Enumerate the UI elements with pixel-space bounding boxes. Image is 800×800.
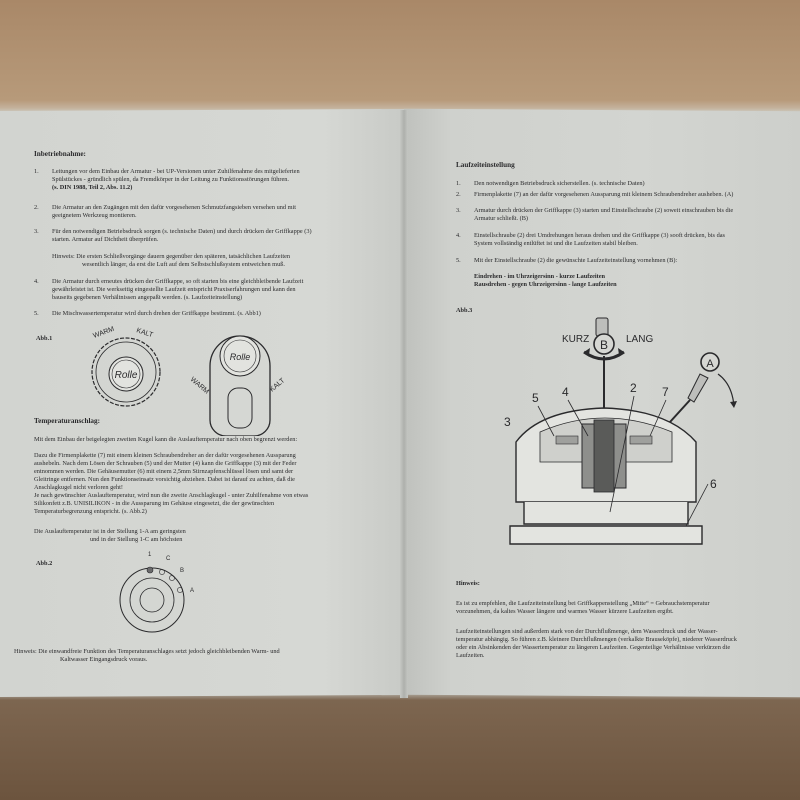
r-step-4-line-1: Einstellschraube (2) drei Umdrehungen he… [474,232,725,239]
hint-title: Hinweis: [456,580,480,587]
page-fold [400,110,408,698]
eindrehen-line: Eindrehen - im Uhrzeigersinn - kurze Lau… [474,273,606,280]
hint2-line-2: Kaltwasser Eingangsdruck voraus. [60,656,148,663]
r-step-1-line-1: Den notwendigen Betriebsdruck sicherstel… [474,180,645,187]
step-number: 5. [34,310,39,317]
kalt-label: KALT [135,327,154,339]
part-2-label: 2 [630,381,637,395]
hint2-line: Laufzeiten. [456,652,485,659]
step-number: 4. [34,278,39,285]
temp-body-line: Temperaturbegrenzung entspricht. (s. Abb… [34,508,147,515]
part-3-label: 3 [504,415,511,429]
kalt-label: KALT [269,377,287,394]
label-a: A [190,588,194,594]
valve-body [509,407,703,545]
warm-label: WARM [92,326,115,340]
temp-body-line: Dazu die Firmenplakette (7) mit einem kl… [34,452,296,459]
ball-position-1 [146,566,154,574]
step-number: 4. [456,232,461,239]
temp-body-line: Je nach gewünschter Auslauftemperatur, w… [34,492,309,499]
temp-intro: Mit dem Einbau der beigelegten zweiten K… [34,436,298,443]
logo-text: Rolle [115,370,138,381]
abb2-diagram: 1 C B A [119,552,194,633]
label-b: B [180,568,184,574]
screwdriver-b: KURZ LANG B [562,317,653,412]
hint1-line-1: Hinweis: Die ersten Schließvorgänge daue… [52,253,291,260]
step-2-line-2: geeignetem Werkzeug montieren. [52,212,137,219]
part-5-label: 5 [532,391,539,405]
step-number: 5. [456,257,461,264]
lang-label: LANG [626,334,653,345]
abb3-diagram: KURZ LANG B A [504,317,737,545]
a-label: A [706,358,714,370]
hint2-line-1: Hinweis: Die einwandfreie Funktion des T… [14,648,280,655]
step-1-line-1: Leitungen vor dem Einbau der Armatur - b… [52,168,300,175]
step-number: 3. [456,207,461,214]
kurz-label: KURZ [562,334,589,345]
hint2-line: temperatur abhängig. So führen z.B. klei… [456,636,737,643]
r-step-3-line-2: Armatur schließt. (B) [474,215,529,222]
ball-position-b [169,575,175,581]
step-4-line-3: bauseits gegebenen Verhältnissen angepaß… [52,294,243,301]
hint2-line: oder ein Absinkenden der Wassertemperatu… [456,644,731,651]
hint-line: Es ist zu empfehlen, die Laufzeiteinstel… [456,600,710,607]
step-3-line-1: Für den notwendigen Betriebsdruck sorgen… [52,228,312,235]
step-2-line-1: Die Armatur an den Zugängen mit den dafü… [52,204,296,211]
handle-knob-top-view: Rolle WARM KALT [91,326,161,407]
part-6-label: 6 [710,477,717,491]
warm-label: WARM [189,376,210,396]
handle-lever-view: Rolle WARM KALT [189,335,287,436]
step-4-line-1: Die Armatur durch erneutes drücken der G… [52,278,304,285]
stellung-line-1: Die Auslauftemperatur ist in der Stellun… [34,528,186,535]
ball-position-a [177,587,183,593]
r-step-3-line-1: Armatur durch drücken der Griffkappe (3)… [474,207,734,214]
ball-position-c [159,569,165,575]
screwdriver-a: A [669,352,737,423]
rausdrehen-line: Rausdrehen - gegen Uhrzeigersinn - lange… [474,281,617,288]
step-number: 1. [34,168,39,175]
step-3-line-2: starten. Armatur auf Dichtheit überprüfe… [52,236,159,243]
hint-line: vorzunehmen, da kaltes Wasser längere un… [456,608,674,615]
step-1-line-3: (s. DIN 1988, Teil 2, Abs. 11.2) [52,184,133,191]
hint1-line-2: wesentlich länger, da erst die Luft auf … [82,261,285,268]
step-1-line-2: Spülstückes - gründlich spülen, da Fremd… [52,176,289,183]
part-4-label: 4 [562,385,569,399]
temp-body-line: aushebeln. Nach dem Lösen der Schrauben … [34,460,297,467]
step-5-line-1: Die Mischwassertemperatur wird durch dre… [52,310,261,317]
b-label: B [600,338,608,352]
hint2-line: Laufzeiteinstellungen sind außerdem star… [456,628,718,635]
temp-body-line: entnommen werden. Die Gehäusemutter (6) … [34,468,294,475]
temp-body-line: Silikonfett z.B. UNISILIKON - in die Aus… [34,500,275,507]
temp-body-line: Gleitringe entfernen. Nun den Funktionse… [34,476,295,483]
step-number: 3. [34,228,39,235]
figure-label-abb3: Abb.3 [456,307,473,314]
step-number: 2. [34,204,39,211]
r-step-4-line-2: System vollständig entlüftet ist und die… [474,240,638,247]
part-7-label: 7 [662,385,669,399]
label-1: 1 [148,552,152,558]
r-step-5-line-1: Mit der Einstellschraube (2) die gewünsc… [474,257,678,264]
step-4-line-2: gewährleistet ist. Die werkseitig einges… [52,286,296,293]
step-number: 1. [456,180,461,187]
section-title-laufzeiteinstellung: Laufzeiteinstellung [456,161,515,169]
section-title-inbetriebnahme: Inbetriebnahme: [34,150,86,158]
step-number: 2. [456,191,461,198]
section-title-temperaturanschlag: Temperaturanschlag: [34,417,101,425]
logo-text: Rolle [230,352,251,362]
r-step-2-line-1: Firmenplakette (7) an der dafür vorgeseh… [474,191,734,198]
abb1-diagram: Rolle WARM KALT Rolle WARM KALT [91,326,287,436]
figure-label-abb2: Abb.2 [36,560,53,567]
label-c: C [166,556,171,562]
temp-body-line: Anschlagkugel nicht verloren geht! [34,484,124,491]
figure-label-abb1: Abb.1 [36,335,53,342]
stellung-line-2: und in der Stellung 1-C am höchsten [90,536,183,543]
